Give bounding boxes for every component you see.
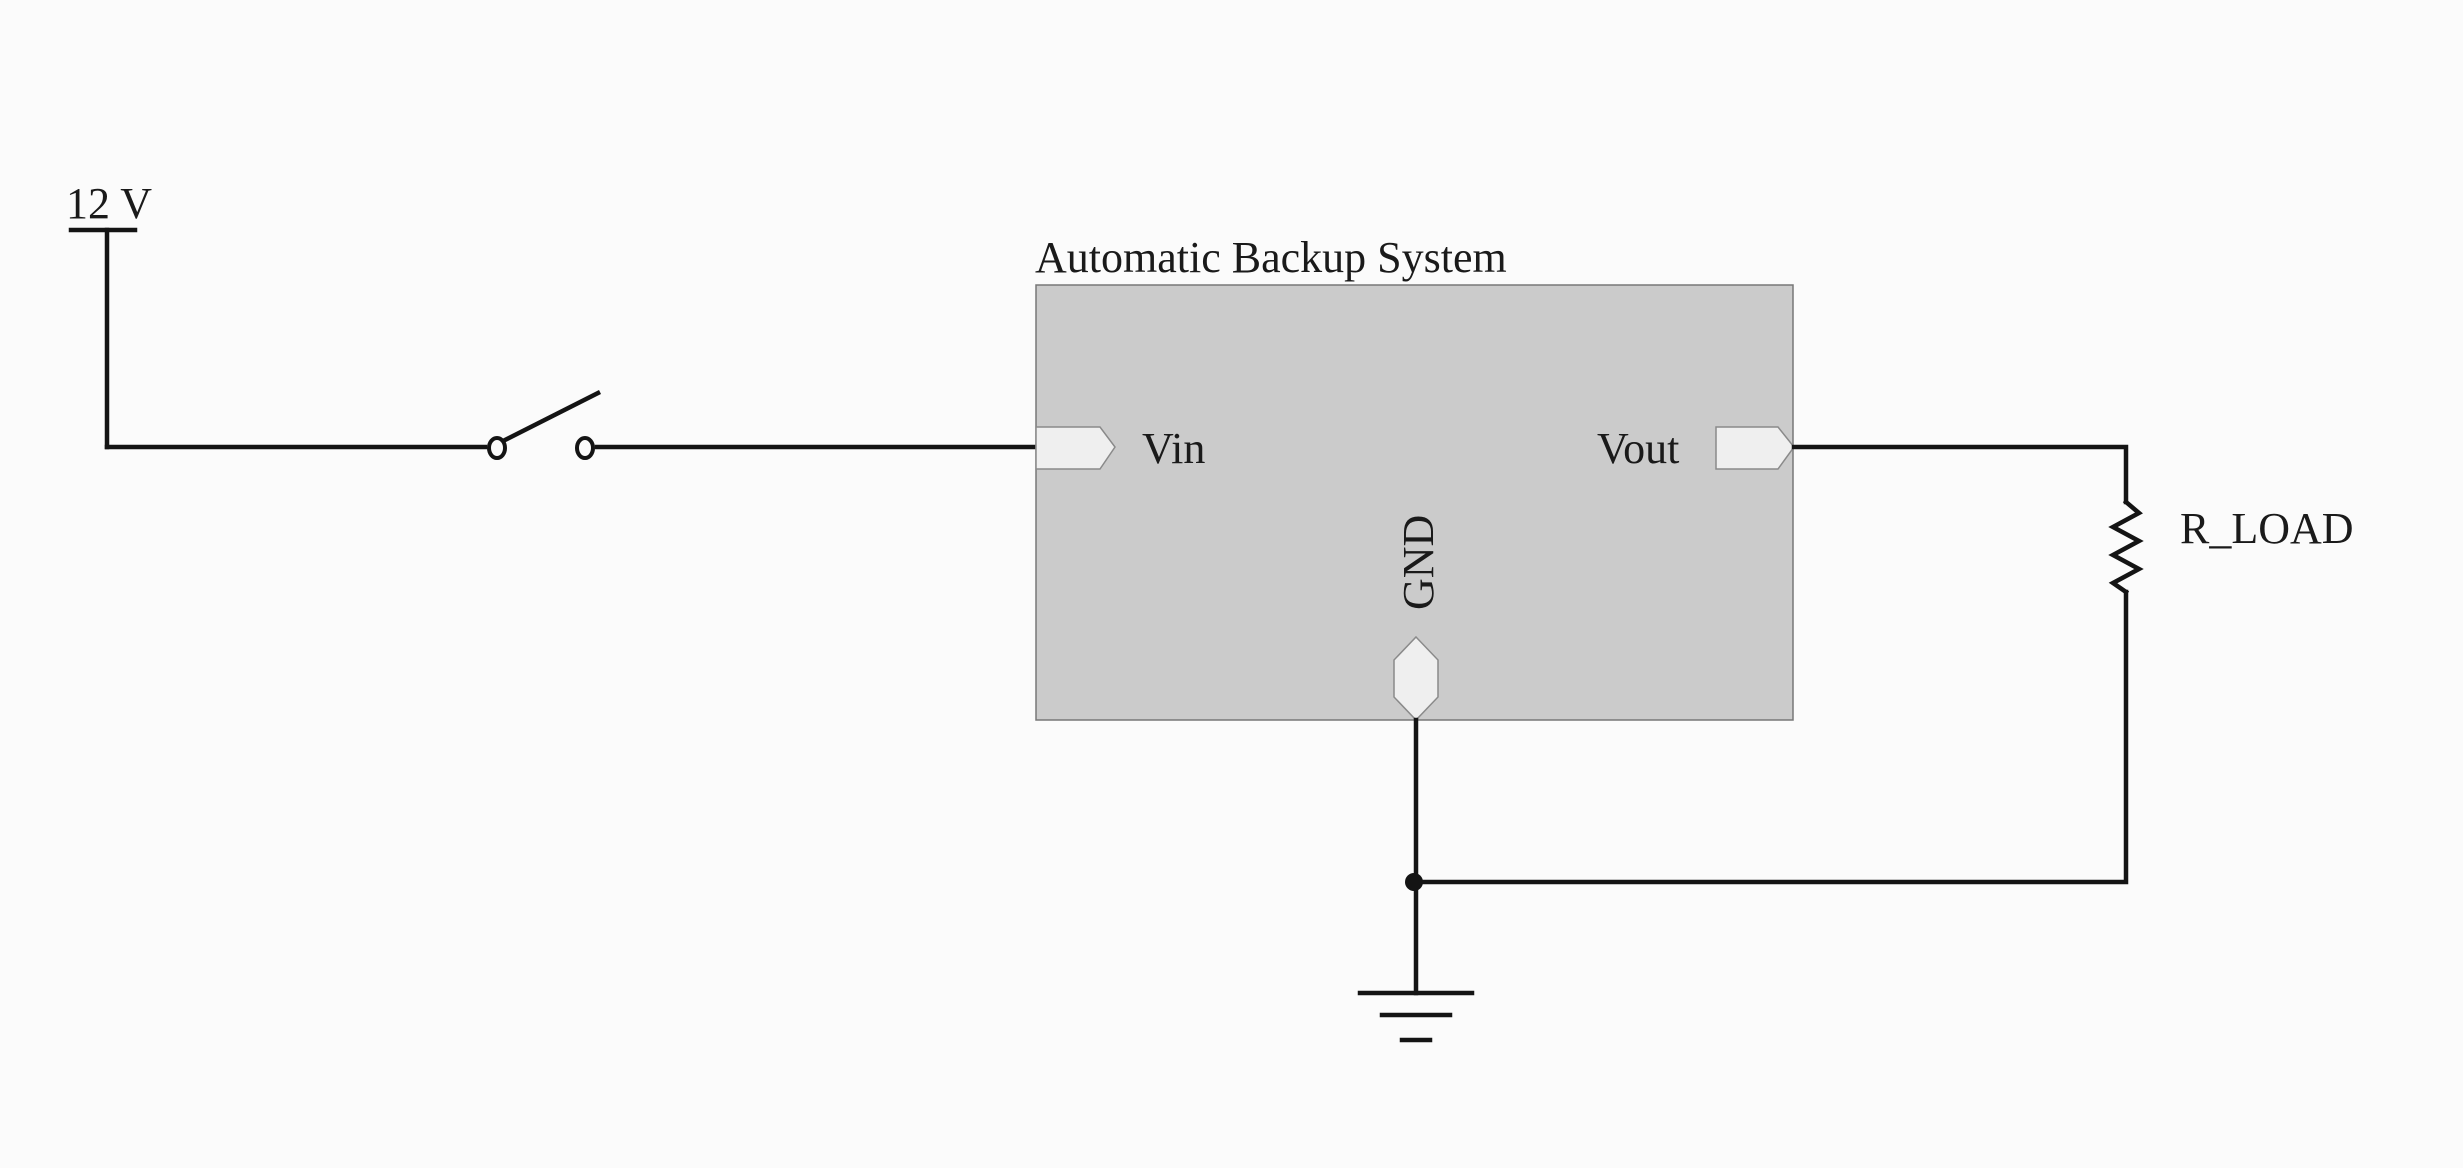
load-label: R_LOAD xyxy=(2180,504,2354,553)
spst-switch-icon xyxy=(487,389,602,460)
wire-vout-to-load xyxy=(1791,444,2129,505)
vin-pin-label: Vin xyxy=(1142,424,1205,473)
resistor-icon xyxy=(2108,498,2144,596)
wire-load-to-ground xyxy=(1413,589,2129,885)
gnd-pin-label: GND xyxy=(1394,515,1443,610)
block-title: Automatic Backup System xyxy=(1035,233,1507,282)
ground-icon xyxy=(1357,990,1475,1043)
vout-port-icon xyxy=(1715,426,1795,470)
supply-rail-icon xyxy=(68,227,138,450)
vout-pin-label: Vout xyxy=(1597,424,1679,473)
vin-port-icon xyxy=(1035,426,1116,470)
junction-dot xyxy=(1405,873,1423,891)
supply-label: 12 V xyxy=(66,179,152,228)
